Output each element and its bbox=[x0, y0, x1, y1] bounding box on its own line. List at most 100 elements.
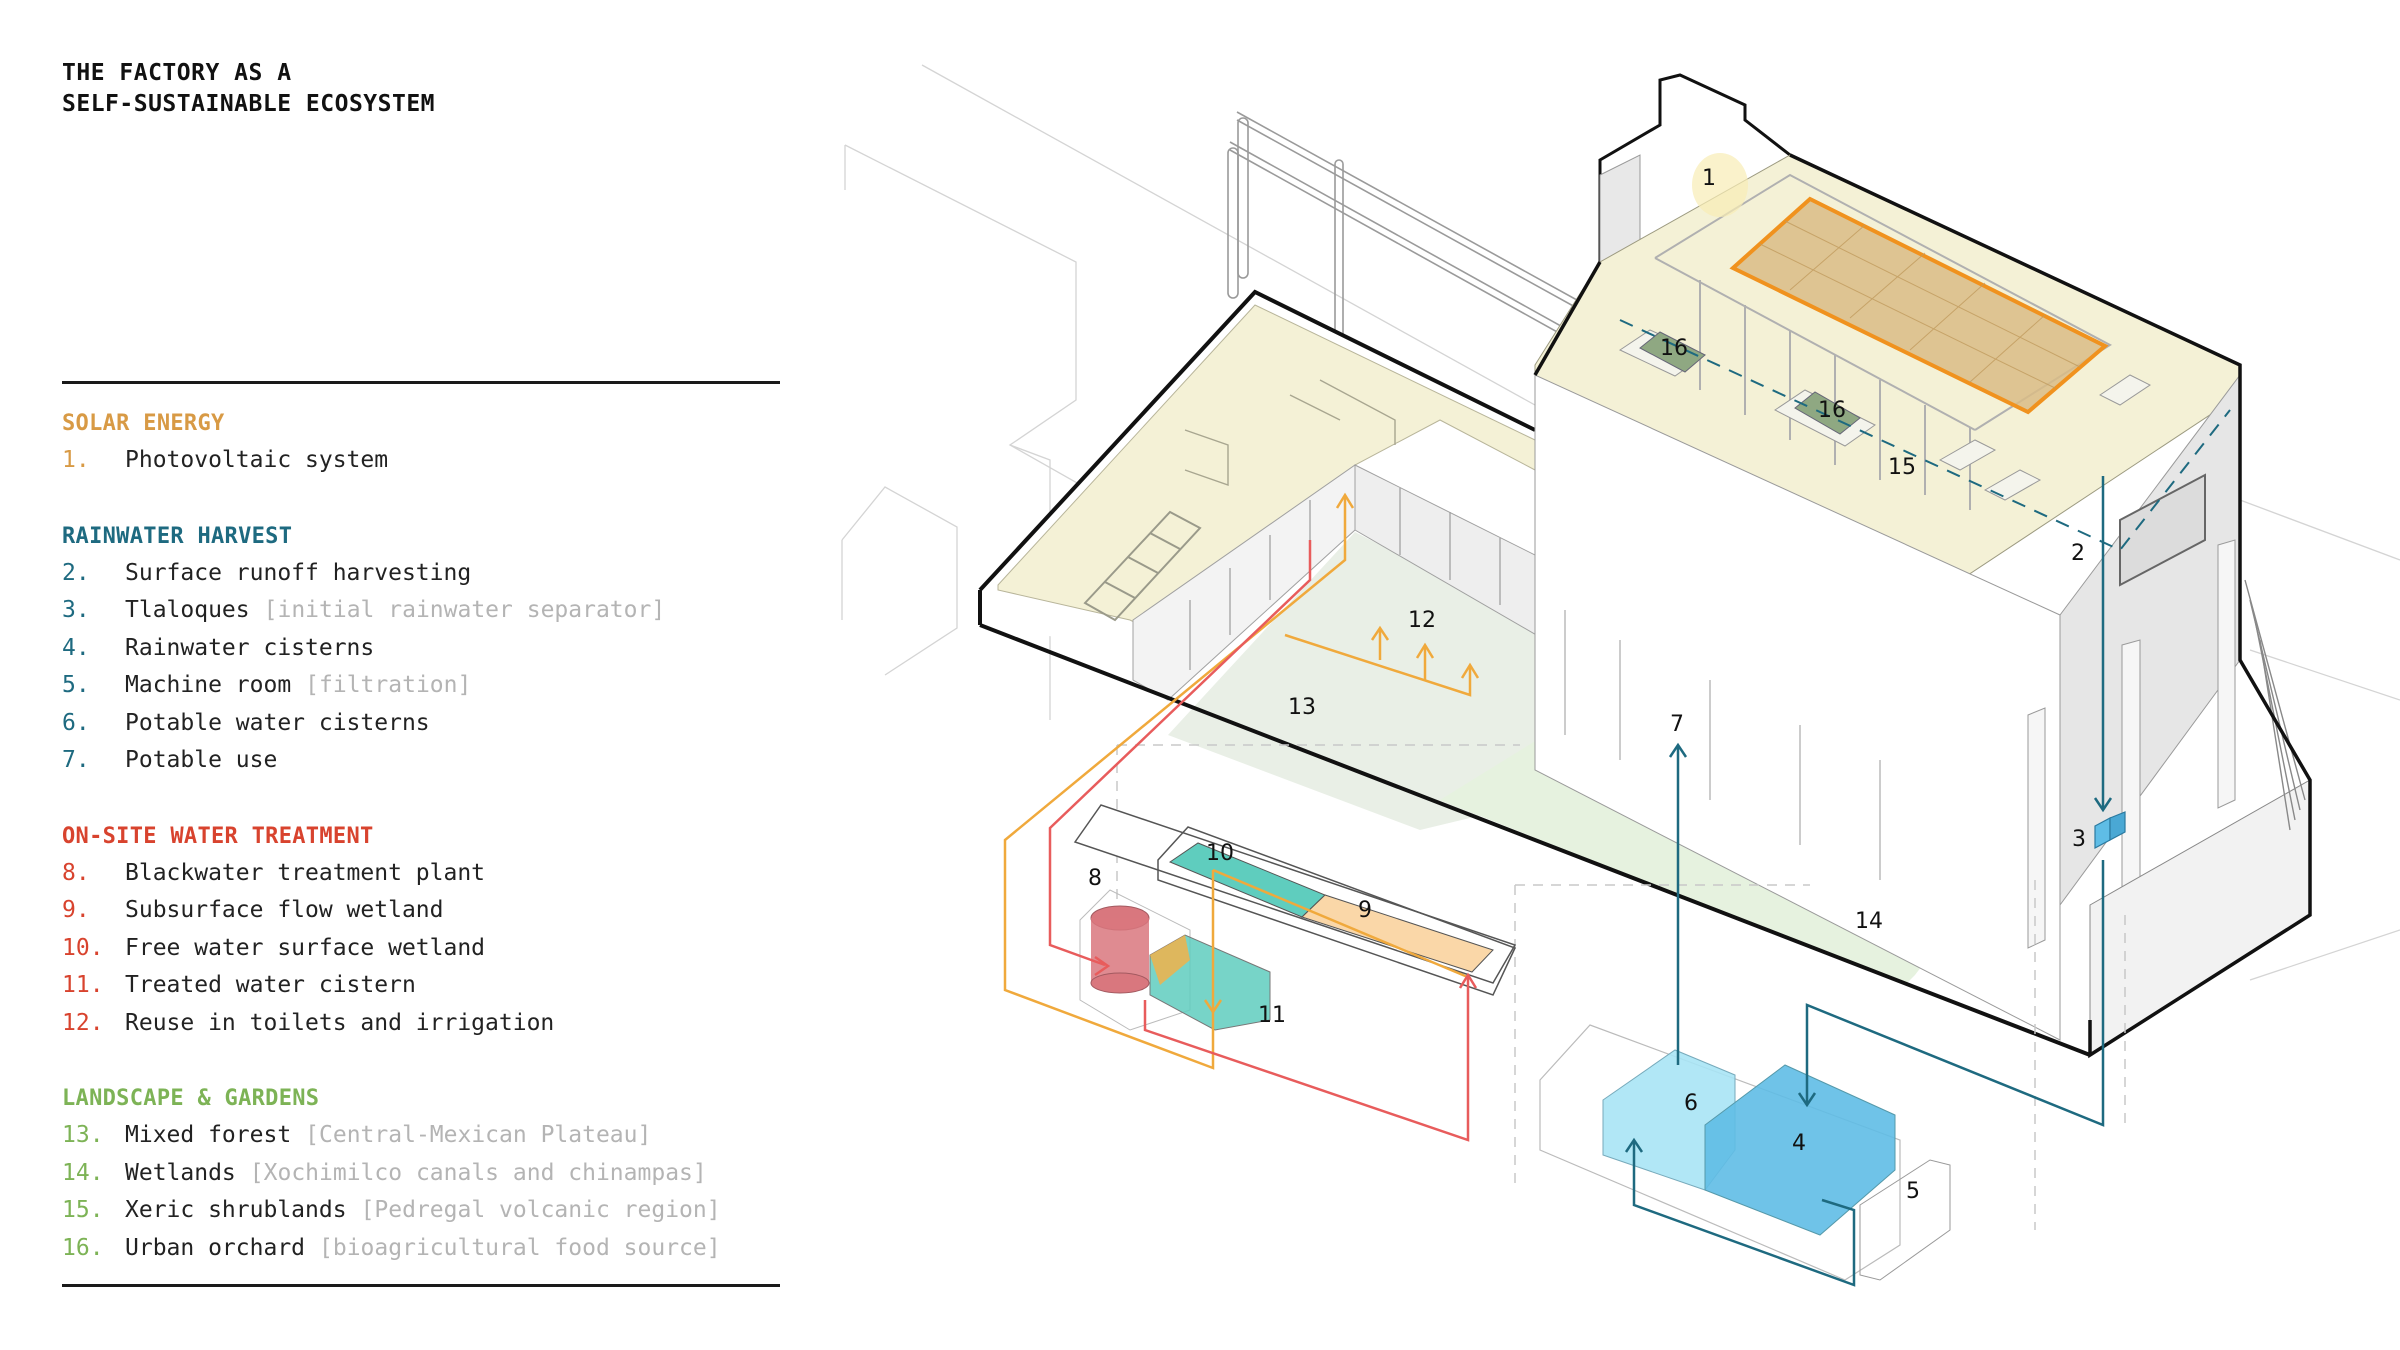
legend-item-label: Subsurface flow wetland bbox=[125, 897, 444, 923]
main-tower bbox=[1533, 73, 2312, 1059]
callout-4: 4 bbox=[1792, 1131, 1806, 1156]
reuse-pipe-orange bbox=[1003, 492, 1480, 1070]
legend-item-9: 9. Subsurface flow wetland bbox=[62, 892, 802, 930]
legend-item-number: 13. bbox=[62, 1122, 104, 1148]
legend-item-note: [Pedregal volcanic region] bbox=[360, 1197, 721, 1223]
callout-3: 3 bbox=[2072, 827, 2086, 852]
legend-item-6: 6. Potable water cisterns bbox=[62, 705, 802, 743]
callout-10: 10 bbox=[1206, 841, 1234, 866]
callout-7: 7 bbox=[1670, 712, 1684, 737]
legend-heading-landscape-gardens: LANDSCAPE & GARDENS bbox=[62, 1086, 320, 1111]
legend-item-15: 15. Xeric shrublands [Pedregal volcanic re… bbox=[62, 1192, 802, 1230]
legend-heading-solar-energy: SOLAR ENERGY bbox=[62, 411, 225, 436]
legend-item-number: 6. bbox=[62, 709, 90, 736]
legend-item-note: [Xochimilco canals and chinampas] bbox=[249, 1159, 707, 1186]
water-treatment-system bbox=[1073, 804, 1517, 1031]
legend-item-number: 10. bbox=[62, 934, 104, 961]
legend-item-4: 4. Rainwater cisterns bbox=[62, 630, 802, 668]
callout-15: 15 bbox=[1888, 455, 1916, 480]
legend-item-10: 10. Free water surface wetland bbox=[62, 930, 802, 968]
photovoltaic-system bbox=[1654, 153, 2112, 510]
callout-16b: 16 bbox=[1818, 398, 1846, 423]
legend-item-number: 1. bbox=[62, 447, 90, 473]
ground-slab-outline bbox=[979, 623, 2091, 1057]
callout-12: 12 bbox=[1408, 608, 1436, 633]
legend-item-number: 12. bbox=[62, 1009, 104, 1036]
callout-2: 2 bbox=[2071, 541, 2085, 566]
rainwater-cisterns bbox=[1539, 1024, 1951, 1281]
legend-item-label: Wetlands bbox=[125, 1159, 236, 1186]
legend: SOLAR ENERGY 1. Photovoltaic system RAINW… bbox=[62, 405, 802, 1305]
legend-item-number: 11. bbox=[62, 972, 104, 998]
legend-item-number: 16. bbox=[62, 1234, 104, 1261]
legend-top-divider bbox=[62, 381, 780, 384]
legend-item-label: Rainwater cisterns bbox=[125, 634, 375, 661]
legend-item-label: Photovoltaic system bbox=[125, 447, 389, 473]
callout-14: 14 bbox=[1855, 909, 1883, 934]
title-line-1: THE FACTORY AS A bbox=[62, 60, 292, 86]
legend-item-label: Reuse in toilets and irrigation bbox=[125, 1009, 555, 1036]
legend-item-label: Blackwater treatment plant bbox=[125, 859, 486, 886]
legend-item-number: 3. bbox=[62, 597, 90, 623]
legend-item-number: 15. bbox=[62, 1197, 104, 1223]
callout-9: 9 bbox=[1358, 898, 1372, 923]
legend-item-14: 14. Wetlands [Xochimilco canals and chinam… bbox=[62, 1155, 802, 1193]
legend-bottom-divider bbox=[62, 1284, 780, 1287]
legend-section-rainwater-harvest: RAINWATER HARVEST 2. Surface runoff harve… bbox=[62, 518, 802, 780]
legend-item-note: [filtration] bbox=[305, 672, 472, 698]
legend-item-3: 3. Tlaloques [initial rainwater separator] bbox=[62, 592, 802, 630]
legend-item-label: Xeric shrublands bbox=[125, 1197, 347, 1223]
legend-item-note: [initial rainwater separator] bbox=[263, 597, 666, 623]
left-wing bbox=[978, 289, 1546, 701]
legend-item-label: Machine room bbox=[125, 672, 292, 698]
callouts: 1 2 3 4 5 6 7 8 9 10 11 12 13 14 15 16 1… bbox=[1088, 166, 2086, 1204]
callout-5: 5 bbox=[1906, 1179, 1920, 1204]
legend-item-label: Potable use bbox=[125, 747, 278, 773]
legend-item-number: 14. bbox=[62, 1159, 104, 1186]
legend-item-note: [bioagricultural food source] bbox=[319, 1234, 721, 1261]
callout-11: 11 bbox=[1258, 1003, 1286, 1028]
legend-item-label: Treated water cistern bbox=[125, 972, 416, 998]
legend-item-label: Potable water cisterns bbox=[125, 709, 430, 736]
legend-item-number: 2. bbox=[62, 559, 90, 586]
legend-item-note: [Central-Mexican Plateau] bbox=[305, 1122, 652, 1148]
legend-item-label: Tlaloques bbox=[125, 597, 250, 623]
page-title: THE FACTORY AS A SELF-SUSTAINABLE ECOSYS… bbox=[62, 58, 435, 120]
legend-item-number: 7. bbox=[62, 747, 90, 773]
legend-item-5: 5. Machine room [filtration] bbox=[62, 667, 802, 705]
legend-section-on-site-water-treatment: ON-SITE WATER TREATMENT 8. Blackwater tre… bbox=[62, 818, 802, 1043]
callout-6: 6 bbox=[1684, 1091, 1698, 1116]
tlaloques bbox=[2094, 811, 2126, 849]
legend-item-number: 4. bbox=[62, 634, 90, 661]
legend-section-landscape-gardens: LANDSCAPE & GARDENS 13. Mixed forest [Cent… bbox=[62, 1080, 802, 1267]
sun-glow bbox=[1692, 153, 1748, 217]
legend-item-16: 16. Urban orchard [bioagricultural food so… bbox=[62, 1230, 802, 1268]
callout-8: 8 bbox=[1088, 866, 1102, 891]
callout-13: 13 bbox=[1288, 695, 1316, 720]
rainwater-cistern-tanks bbox=[1704, 1064, 1896, 1236]
legend-item-label: Urban orchard bbox=[125, 1234, 306, 1261]
subsurface-wetland bbox=[1301, 894, 1494, 973]
legend-item-number: 9. bbox=[62, 897, 90, 923]
legend-heading-rainwater-harvest: RAINWATER HARVEST bbox=[62, 523, 293, 549]
legend-heading-on-site-water-treatment: ON-SITE WATER TREATMENT bbox=[62, 823, 374, 849]
callout-1: 1 bbox=[1702, 166, 1716, 191]
pergola bbox=[1227, 111, 1596, 361]
legend-item-7: 7. Potable use bbox=[62, 742, 802, 780]
legend-item-label: Surface runoff harvesting bbox=[125, 559, 472, 586]
legend-item-number: 5. bbox=[62, 672, 90, 698]
machine-room bbox=[1859, 1159, 1951, 1281]
legend-item-number: 8. bbox=[62, 859, 90, 886]
legend-item-11: 11. Treated water cistern bbox=[62, 967, 802, 1005]
title-line-2: SELF-SUSTAINABLE ECOSYSTEM bbox=[62, 91, 436, 117]
legend-item-label: Mixed forest bbox=[125, 1122, 292, 1148]
legend-item-2: 2. Surface runoff harvesting bbox=[62, 555, 802, 593]
legend-item-label: Free water surface wetland bbox=[125, 934, 486, 961]
legend-item-12: 12. Reuse in toilets and irrigation bbox=[62, 1005, 802, 1043]
legend-item-1: 1. Photovoltaic system bbox=[62, 442, 802, 480]
callout-16a: 16 bbox=[1660, 336, 1688, 361]
blackwater-pipe-red bbox=[1048, 540, 1478, 1142]
legend-section-solar-energy: SOLAR ENERGY 1. Photovoltaic system bbox=[62, 405, 802, 480]
rainwater-pipe-blue bbox=[1624, 476, 2113, 1287]
